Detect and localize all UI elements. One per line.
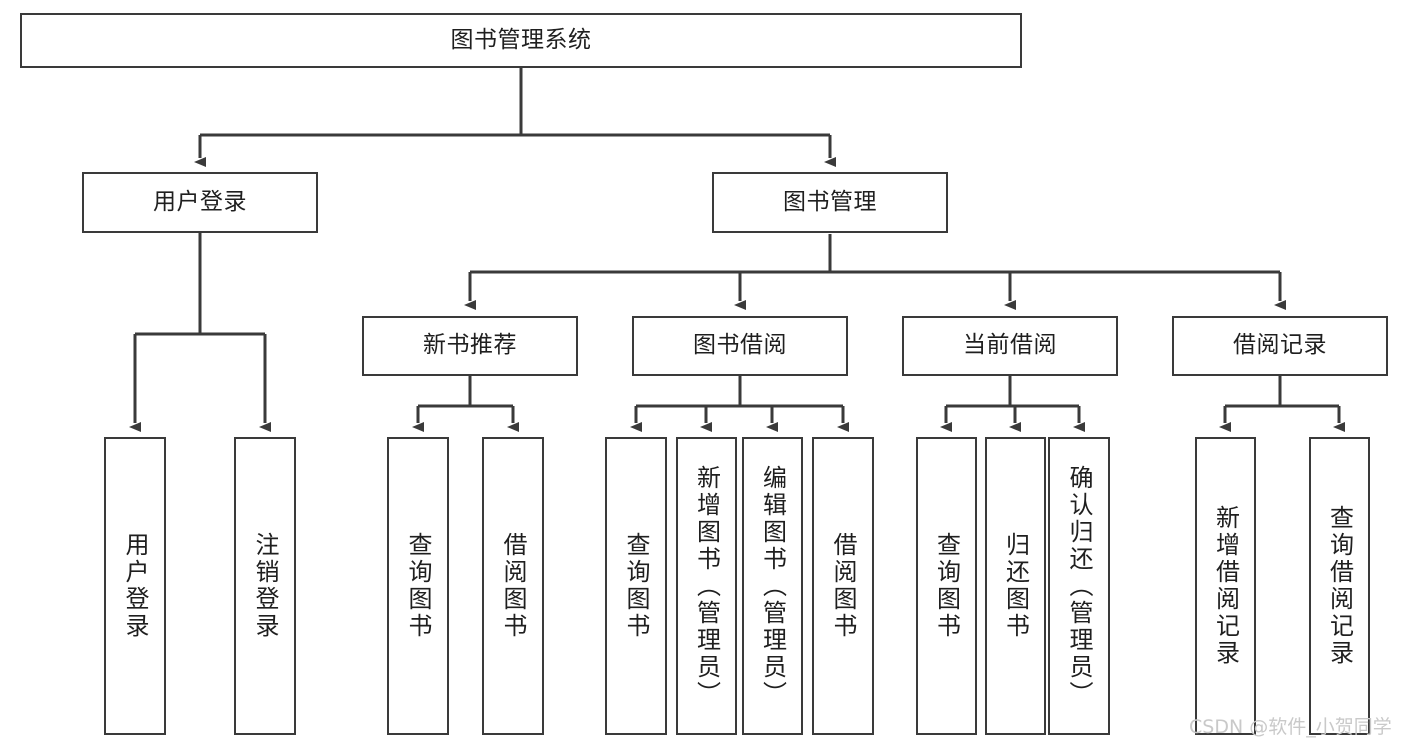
node-current-borrow-label: 当前借阅 bbox=[963, 332, 1057, 359]
leaf-book-borrow-lend-label: 借阅图书 bbox=[829, 532, 857, 640]
leaf-book-borrow-add-label: 新增图书（管理员） bbox=[692, 464, 721, 708]
leaf-book-borrow-edit-label: 编辑图书（管理员） bbox=[758, 464, 787, 708]
node-book-management[interactable]: 图书管理 bbox=[712, 172, 948, 233]
leaf-user-login-signout[interactable]: 注销登录 bbox=[234, 437, 296, 735]
watermark: CSDN @软件_小贺同学 bbox=[1189, 716, 1392, 738]
leaf-current-borrow-return-label: 归还图书 bbox=[1001, 532, 1030, 640]
node-borrow-record-label: 借阅记录 bbox=[1233, 332, 1327, 359]
leaf-user-login-signin[interactable]: 用户登录 bbox=[104, 437, 166, 735]
leaf-current-borrow-return[interactable]: 归还图书 bbox=[985, 437, 1046, 735]
node-new-book-recommend-label: 新书推荐 bbox=[423, 332, 517, 359]
leaf-book-borrow-add[interactable]: 新增图书（管理员） bbox=[676, 437, 737, 735]
leaf-borrow-record-add-label: 新增借阅记录 bbox=[1211, 505, 1240, 667]
node-new-book-recommend[interactable]: 新书推荐 bbox=[362, 316, 578, 376]
leaf-borrow-record-add[interactable]: 新增借阅记录 bbox=[1195, 437, 1256, 735]
leaf-book-borrow-query[interactable]: 查询图书 bbox=[605, 437, 667, 735]
leaf-current-borrow-query-label: 查询图书 bbox=[932, 532, 961, 640]
leaf-new-book-query-label: 查询图书 bbox=[404, 532, 432, 640]
leaf-book-borrow-lend[interactable]: 借阅图书 bbox=[812, 437, 874, 735]
node-root-label: 图书管理系统 bbox=[450, 26, 592, 53]
leaf-book-borrow-query-label: 查询图书 bbox=[622, 532, 650, 640]
leaf-user-login-signout-label: 注销登录 bbox=[251, 532, 279, 640]
leaf-user-login-signin-label: 用户登录 bbox=[121, 532, 149, 640]
node-root[interactable]: 图书管理系统 bbox=[20, 13, 1022, 68]
leaf-current-borrow-confirm-label: 确认归还（管理员） bbox=[1065, 464, 1093, 708]
leaf-current-borrow-query[interactable]: 查询图书 bbox=[916, 437, 977, 735]
node-book-management-label: 图书管理 bbox=[783, 188, 877, 215]
leaf-new-book-query[interactable]: 查询图书 bbox=[387, 437, 449, 735]
node-book-borrow[interactable]: 图书借阅 bbox=[632, 316, 848, 376]
leaf-borrow-record-query[interactable]: 查询借阅记录 bbox=[1309, 437, 1370, 735]
node-book-borrow-label: 图书借阅 bbox=[693, 332, 787, 359]
node-user-login-label: 用户登录 bbox=[153, 188, 247, 215]
node-user-login[interactable]: 用户登录 bbox=[82, 172, 318, 233]
node-borrow-record[interactable]: 借阅记录 bbox=[1172, 316, 1388, 376]
leaf-current-borrow-confirm[interactable]: 确认归还（管理员） bbox=[1048, 437, 1110, 735]
node-current-borrow[interactable]: 当前借阅 bbox=[902, 316, 1118, 376]
leaf-book-borrow-edit[interactable]: 编辑图书（管理员） bbox=[742, 437, 803, 735]
leaf-new-book-borrow[interactable]: 借阅图书 bbox=[482, 437, 544, 735]
leaf-new-book-borrow-label: 借阅图书 bbox=[499, 532, 527, 640]
leaf-borrow-record-query-label: 查询借阅记录 bbox=[1325, 505, 1354, 667]
